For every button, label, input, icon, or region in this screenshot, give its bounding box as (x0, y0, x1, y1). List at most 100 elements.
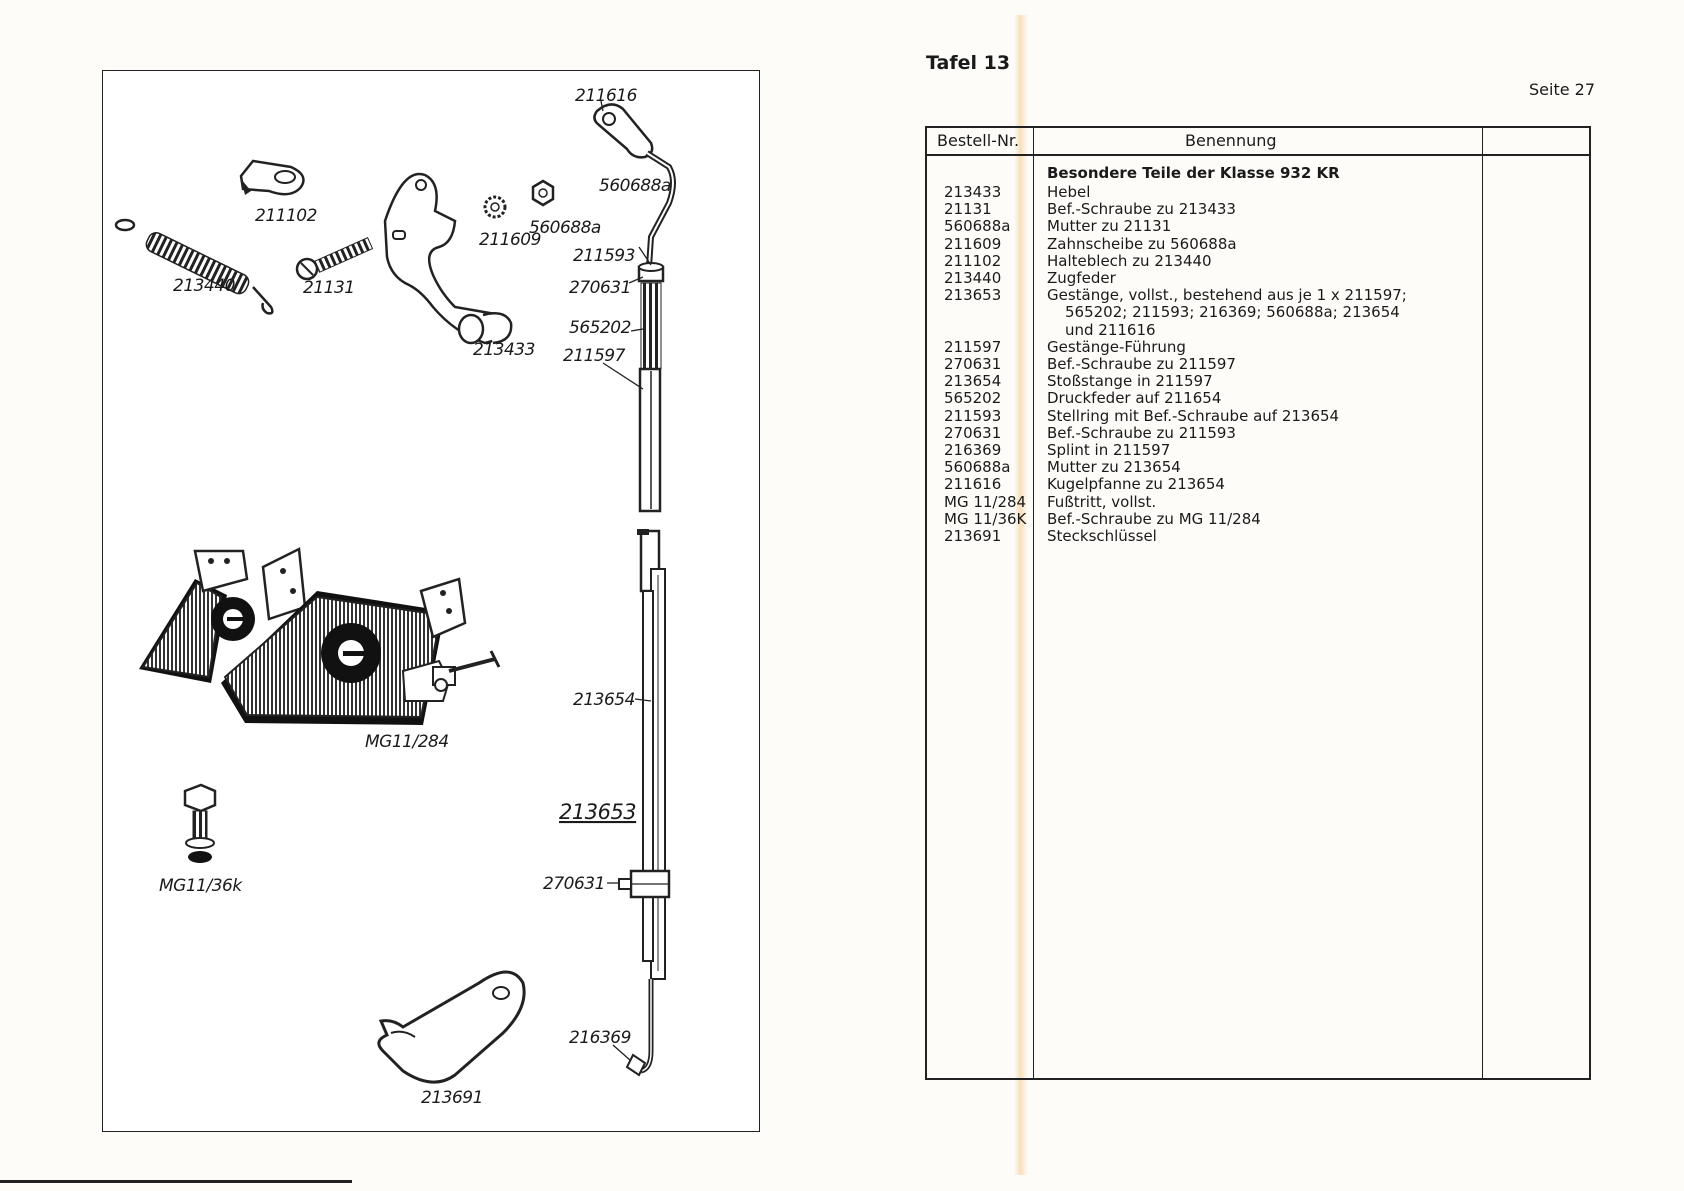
page-fold (1014, 15, 1028, 1175)
part-name: Steckschlüssel (1047, 527, 1157, 546)
part-name: Hebel (1047, 183, 1091, 201)
label-211593: 211593 (573, 246, 635, 266)
table-row: 213440 Zugfeder (927, 269, 1589, 288)
part-name: Fußtritt, vollst. (1047, 492, 1157, 511)
table-row: 211616 Kugelpfanne zu 213654 (927, 476, 1589, 493)
part-number: MG 11/36K (944, 509, 1027, 528)
part-213440 (114, 218, 274, 315)
part-name: Halteblech zu 213440 (1047, 251, 1212, 270)
header-bestell-nr: Bestell-Nr. (937, 131, 1020, 150)
part-number: 270631 (944, 423, 1002, 442)
label-565202: 565202 (569, 318, 631, 338)
label-213433: 213433 (473, 340, 535, 360)
part-211597 (638, 367, 662, 513)
part-MG11-284 (139, 547, 501, 725)
header-divider (927, 154, 1589, 156)
part-number: 213653 (944, 286, 1002, 305)
label-211616: 211616 (575, 86, 638, 106)
table-row: 560688a Mutter zu 213654 (927, 459, 1589, 476)
table-row: 560688a Mutter zu 21131 (927, 218, 1589, 235)
part-name: Bef.-Schraube zu 211597 (1047, 355, 1236, 374)
part-211593 (637, 262, 665, 283)
table-row: 213653 Gestänge, vollst., bestehend aus … (927, 287, 1589, 339)
parts-diagram: 211616 560688a 211102 211609 560688a 211… (102, 70, 760, 1132)
table-row: 211593 Stellring mit Bef.-Schraube auf 21… (927, 406, 1589, 425)
table-row: 211597 Gestänge-Führung (927, 337, 1589, 356)
part-name-line-1: Gestänge, vollst., bestehend aus je 1 x … (1047, 286, 1407, 305)
label-211609: 211609 (479, 230, 541, 250)
part-name-line-3: und 211616 (1065, 320, 1156, 339)
table-row: 565202 Druckfeder auf 211654 (927, 390, 1589, 407)
part-565202 (640, 282, 662, 370)
part-MG11-36k (183, 783, 217, 863)
part-name-line-2: 565202; 211593; 216369; 560688a; 213654 (1065, 303, 1400, 322)
part-211102 (239, 159, 305, 196)
part-name: Bef.-Schraube zu MG 11/284 (1047, 509, 1261, 528)
part-name: Zugfeder (1047, 269, 1116, 288)
label-560688a-top: 560688a (599, 176, 671, 196)
table-row: 270631 Bef.-Schraube zu 211597 (927, 355, 1589, 374)
part-number: 213440 (944, 269, 1002, 288)
header-benennung: Benennung (1185, 131, 1277, 150)
plate-title: Tafel 13 (926, 52, 1011, 74)
label-270631-top: 270631 (569, 278, 631, 298)
part-number: 211597 (944, 337, 1002, 356)
part-213433 (383, 172, 513, 345)
part-216369 (625, 979, 654, 1077)
part-name: Bef.-Schraube zu 211593 (1047, 423, 1236, 442)
part-name: Gestänge-Führung (1047, 337, 1186, 356)
part-name: Stellring mit Bef.-Schraube auf 213654 (1047, 406, 1340, 425)
label-MG11-36k: MG11/36k (159, 876, 243, 896)
table-row: 211609 Zahnscheibe zu 560688a (927, 234, 1589, 253)
label-216369: 216369 (569, 1028, 631, 1048)
part-number: 565202 (944, 389, 1002, 408)
table-row: MG 11/36K Bef.-Schraube zu MG 11/284 (927, 509, 1589, 528)
part-number: 560688a (944, 217, 1011, 236)
part-name: Splint in 211597 (1047, 441, 1171, 460)
label-270631-bottom: 270631 (543, 874, 605, 894)
part-number: 21131 (944, 200, 992, 219)
part-21131 (295, 237, 374, 281)
part-name: Stoßstange in 211597 (1047, 372, 1213, 391)
part-number: 211609 (944, 234, 1002, 253)
table-row: MG 11/284 Fußtritt, vollst. (927, 492, 1589, 511)
label-213653: 213653 (559, 800, 636, 824)
part-number: 213654 (944, 372, 1002, 391)
part-name: Mutter zu 21131 (1047, 217, 1172, 236)
section-title: Besondere Teile der Klasse 932 KR (1047, 164, 1340, 182)
table-row: 216369 Splint in 211597 (927, 441, 1589, 460)
part-number: 211616 (944, 475, 1002, 494)
label-213691: 213691 (421, 1088, 483, 1108)
table-row: 270631 Bef.-Schraube zu 211593 (927, 423, 1589, 442)
part-name: Mutter zu 213654 (1047, 458, 1181, 477)
part-number: 270631 (944, 355, 1002, 374)
part-name: Zahnscheibe zu 560688a (1047, 234, 1237, 253)
part-number: 213691 (944, 527, 1002, 546)
column-divider (1482, 128, 1483, 1078)
part-211616 (593, 103, 654, 159)
part-number: MG 11/284 (944, 492, 1027, 511)
part-number: 216369 (944, 441, 1002, 460)
part-211609 (483, 195, 507, 219)
parts-drawing: 211616 560688a 211102 211609 560688a 211… (114, 86, 676, 1108)
part-213654 (637, 529, 666, 980)
part-270631-bottom (618, 869, 671, 899)
label-213654: 213654 (573, 690, 635, 710)
label-560688a-nut: 560688a (529, 218, 601, 238)
table-row: 213691 Steckschlüssel (927, 527, 1589, 546)
part-number: 211593 (944, 406, 1002, 425)
label-211597: 211597 (563, 346, 626, 366)
part-name: Druckfeder auf 211654 (1047, 389, 1222, 408)
table-row: 213654 Stoßstange in 211597 (927, 373, 1589, 390)
column-divider (1033, 128, 1034, 1078)
part-name: Kugelpfanne zu 213654 (1047, 475, 1225, 494)
page-bottom-rule (0, 1180, 352, 1183)
part-560688a (531, 179, 555, 207)
part-name: Gestänge, vollst., bestehend aus je 1 x … (1035, 287, 1407, 339)
parts-table: Bestell-Nr. Benennung Besondere Teile de… (925, 126, 1591, 1080)
part-number: 560688a (944, 458, 1011, 477)
